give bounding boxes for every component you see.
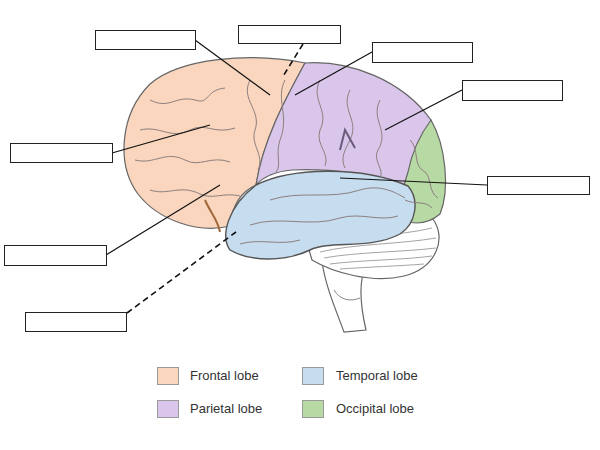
legend-swatch [302,367,324,385]
legend-label: Frontal lobe [190,368,259,384]
lateral-sulcus-line [127,232,236,313]
central-sulcus-line [282,44,303,78]
legend-label: Temporal lobe [336,368,418,384]
legend-swatch [157,367,179,385]
legend-label: Occipital lobe [336,401,414,417]
leader-lines [106,40,487,255]
legend-swatch [302,400,324,418]
blank-label-boxes [5,26,590,332]
brainstem-line [334,290,360,300]
gyri-lines [135,80,438,244]
temporal-lobe [226,171,415,259]
legend-label: Parietal lobe [190,401,262,417]
parietal-lobe [256,63,431,186]
legend-swatch [157,400,179,418]
